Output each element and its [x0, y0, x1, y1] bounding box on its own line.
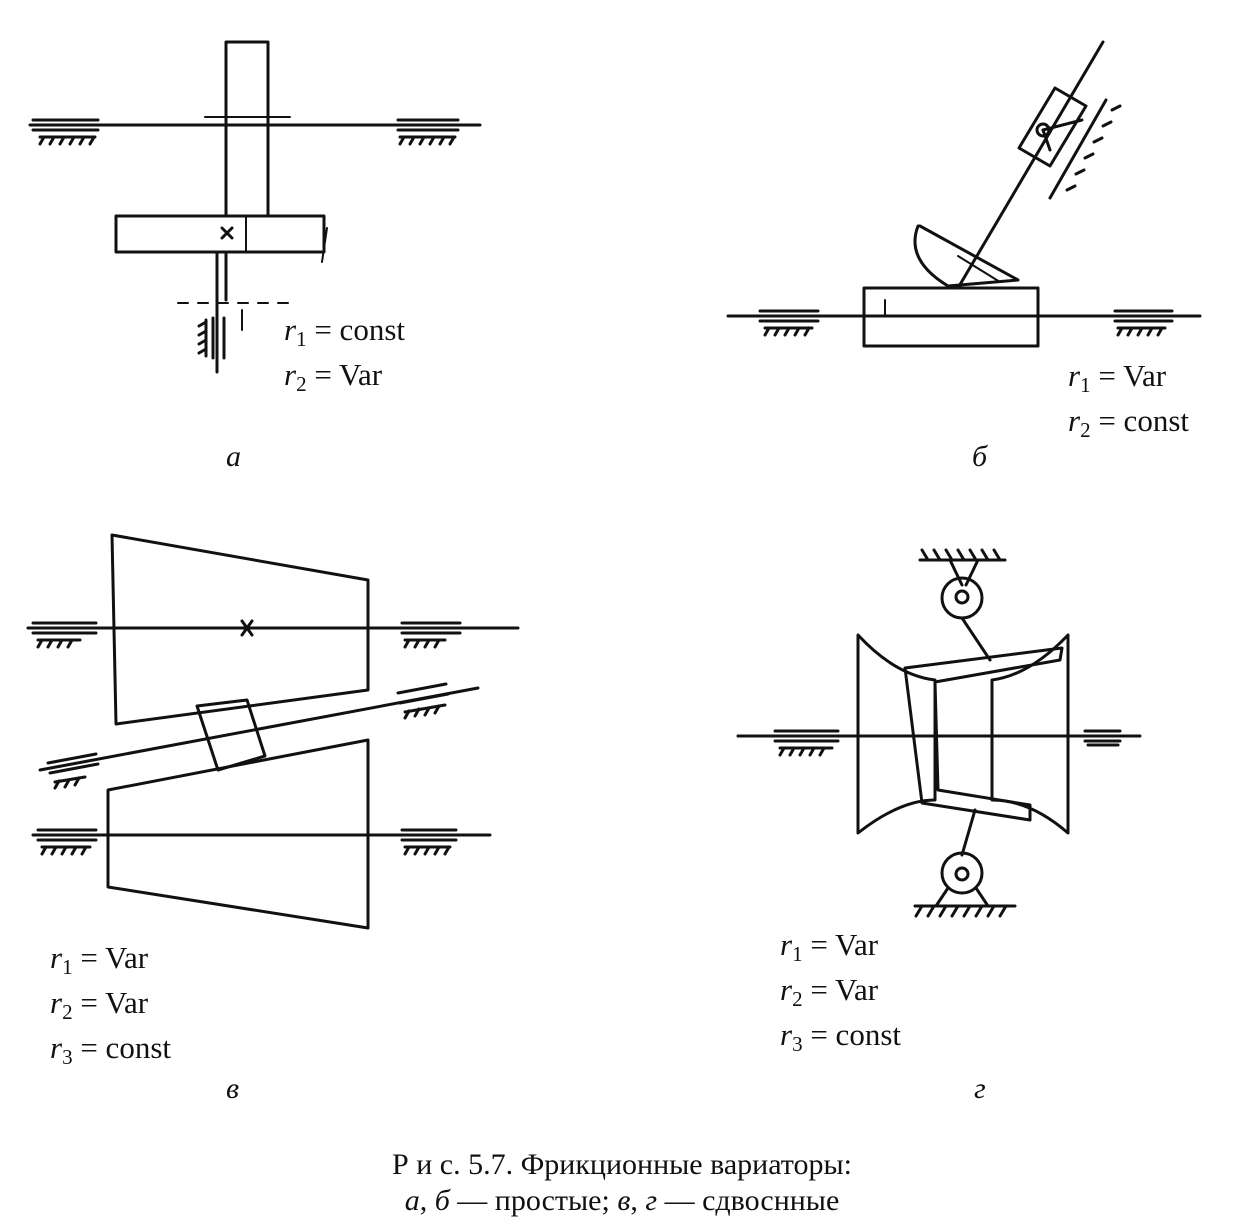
panel-g-formulas: r1 = Var r2 = Var r3 = const — [780, 927, 901, 1062]
panel-g-lower-pivot — [913, 808, 1017, 918]
panel-g-bearings — [773, 729, 1122, 757]
panel-v-formulas: r1 = Var r2 = Var r3 = const — [50, 940, 171, 1075]
panel-v-upper-cone — [110, 533, 370, 726]
formula-line: r2 = Var — [780, 972, 879, 1011]
panel-a-formulas: r1 = const r2 = Var — [284, 312, 405, 402]
panel-b-label: б — [972, 440, 988, 473]
panel-b-left-bearing — [758, 309, 820, 337]
panel-a-lower-bearing — [197, 316, 226, 360]
panel-v-intermediate-roller — [195, 698, 267, 772]
panel-b-formulas: r1 = Var r2 = const — [1068, 358, 1189, 448]
formula-line: r2 = Var — [284, 357, 383, 396]
panel-a-left-bearing — [31, 118, 100, 146]
panel-v-label: в — [226, 1072, 240, 1105]
panel-b-slider — [1017, 86, 1088, 168]
formula-line: r3 = const — [780, 1017, 901, 1056]
panel-b-drawing — [726, 40, 1202, 348]
formula-line: r2 = Var — [50, 985, 149, 1024]
figure-caption-line2: а, б — простые; в, г — сдвоснные — [404, 1184, 840, 1217]
formula-line: r2 = const — [1068, 403, 1189, 442]
panel-b-inclined-shaft — [956, 40, 1105, 290]
figure-caption-line1: Р и с. 5.7. Фрикционные вариаторы: — [392, 1148, 852, 1181]
formula-line: r1 = Var — [50, 940, 149, 979]
panel-g-drawing — [736, 548, 1142, 918]
panel-v-drawing — [26, 533, 520, 930]
formula-line: r1 = const — [284, 312, 405, 351]
panel-b-driven-disc — [862, 286, 1040, 348]
panel-b-roller — [913, 224, 1020, 288]
panel-b-right-bearing — [1113, 309, 1174, 337]
panel-a-horizontal-disc — [114, 214, 326, 254]
formula-line: r1 = Var — [780, 927, 879, 966]
formula-line: r1 = Var — [1068, 358, 1167, 397]
panel-v-lower-cone — [106, 738, 370, 930]
panel-v-bearings — [31, 621, 462, 856]
panel-g-roller — [903, 646, 1064, 822]
panel-g-upper-pivot — [918, 548, 1007, 662]
panel-a-right-bearing — [396, 118, 460, 146]
panel-a-drawing — [28, 40, 482, 374]
formula-line: r3 = const — [50, 1030, 171, 1069]
panel-a-label: а — [226, 440, 241, 473]
panel-g-left-torus-disc — [856, 633, 937, 835]
panel-g-label: г — [974, 1072, 986, 1105]
panel-a-vertical-disc — [224, 40, 270, 218]
